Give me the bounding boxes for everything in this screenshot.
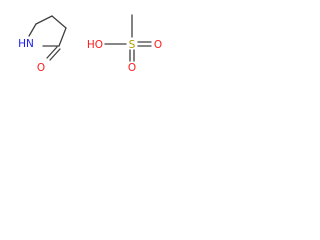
methanesulfonic-acid-molecule: HO S O O [87,14,162,74]
sulfonyl-oxygen-bottom-label: O [128,62,136,74]
nitrogen-atom-label: HN [18,38,34,50]
hydroxyl-label: HO [87,39,103,51]
pyrrolidinone-molecule: HN O [18,15,67,74]
sulfonyl-oxygen-right-label: O [154,39,162,51]
bond-carbonyl-2 [49,48,61,61]
bond-c4-c5 [35,15,53,25]
sulfur-atom-label: S [129,39,136,51]
carbonyl-oxygen-label: O [37,62,45,74]
bond-carbonyl-1 [46,46,58,59]
structure-canvas: HN O HO S O O [18,14,162,74]
bond-c5-n [28,23,37,37]
bond-c3-c4 [51,15,67,29]
bond-c3-c2 [58,27,67,47]
